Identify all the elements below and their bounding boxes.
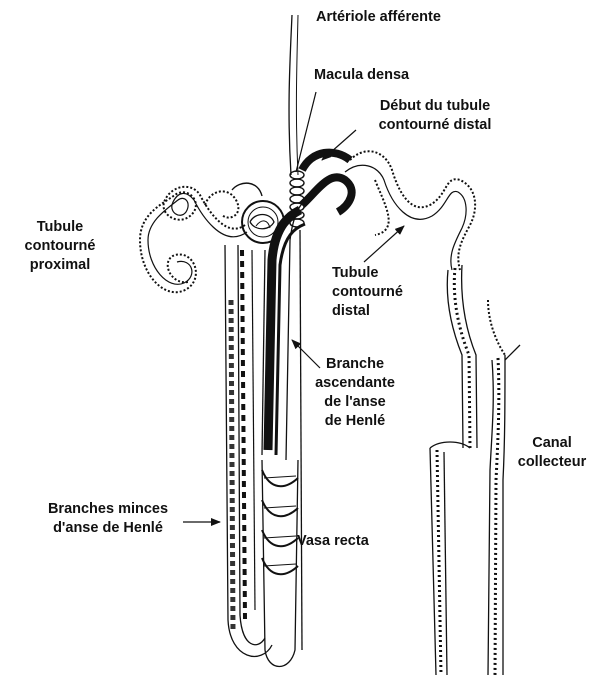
afferent-arteriole-inner — [296, 15, 298, 175]
label-vasa-recta: Vasa recta — [297, 532, 369, 551]
label-branches-minces: Branches minces d'anse de Henlé — [38, 500, 178, 538]
distal-tubule — [302, 151, 475, 270]
afferent-arteriole — [289, 15, 292, 175]
label-arteriole-afferente: Artériole afférente — [316, 8, 441, 27]
label-macula-densa: Macula densa — [314, 66, 409, 85]
label-tubule-proximal: Tubule contourné proximal — [15, 218, 105, 275]
thin-limbs-loop — [225, 245, 272, 656]
label-branche-ascendante: Branche ascendante de l'anse de Henlé — [309, 355, 401, 431]
label-debut-tubule-distal: Début du tubule contourné distal — [366, 97, 504, 135]
label-canal-collecteur: Canal collecteur — [506, 434, 598, 472]
thick-ascending-limb — [262, 200, 305, 460]
vasa-recta — [262, 470, 298, 574]
label-tubule-distal: Tubule contourné distal — [332, 264, 403, 321]
